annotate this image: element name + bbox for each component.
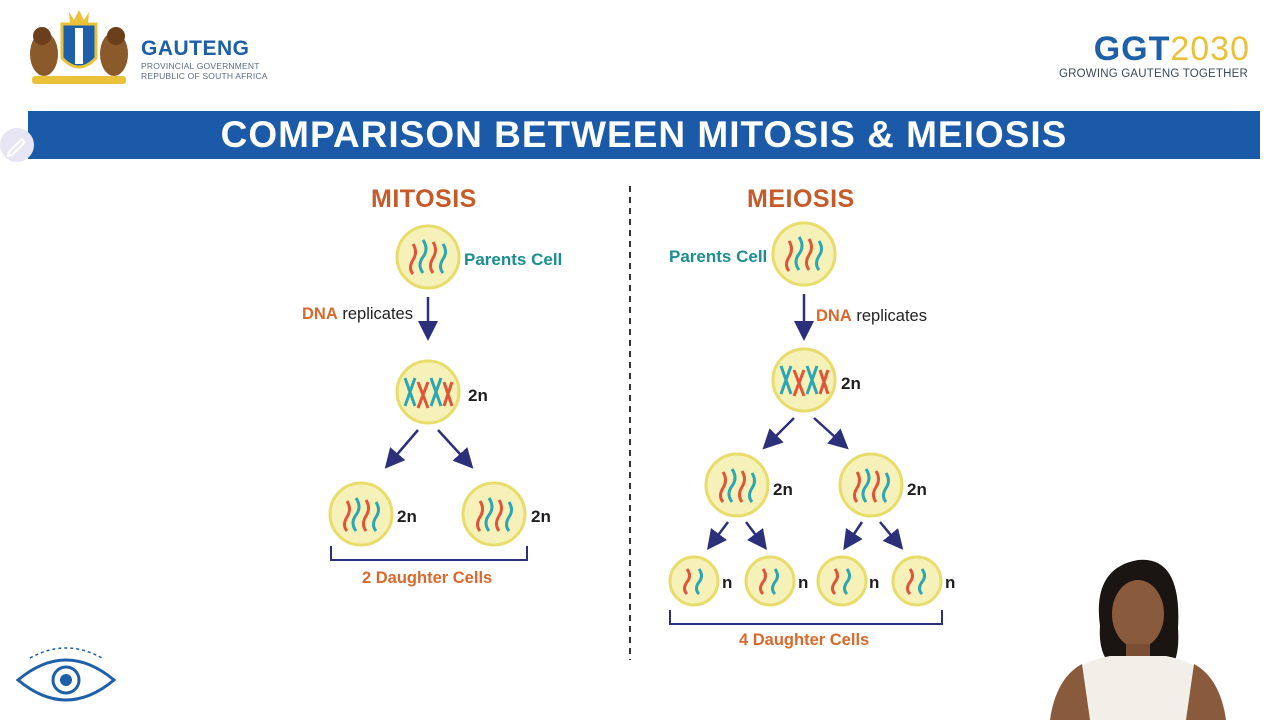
- mitosis-heading: MITOSIS: [371, 185, 477, 213]
- ggt-prefix: GGT: [1093, 30, 1171, 68]
- meiosis-replicated-cell: [771, 347, 837, 413]
- meiosis-dna-word: DNA: [816, 307, 852, 325]
- meiosis-arrow-left: [762, 417, 795, 450]
- meiosis-intermediate-ploidy-1: 2n: [773, 480, 793, 499]
- meiosis-arrow-right: [813, 417, 849, 450]
- mitosis-daughter-cell-2: [461, 481, 527, 547]
- mitosis-daughter-ploidy-2: 2n: [531, 507, 551, 526]
- pencil-icon[interactable]: [0, 128, 34, 162]
- meiosis-parent-label: Parents Cell: [669, 247, 768, 266]
- mitosis-arrow-left: [384, 429, 419, 469]
- title-banner: COMPARISON BETWEEN MITOSIS & MEIOSIS: [28, 111, 1260, 159]
- meiosis-bracket: [669, 610, 943, 625]
- meiosis-final-cell-1: [668, 555, 720, 607]
- mitosis-dna-label: DNA replicates: [302, 305, 413, 324]
- coat-of-arms-icon: [30, 10, 128, 84]
- presenter-video: [1050, 559, 1226, 720]
- mitosis-daughter-label: 2 Daughter Cells: [362, 569, 493, 587]
- meiosis-intermediate-cell-1: [704, 452, 770, 518]
- meiosis-heading: MEIOSIS: [747, 185, 855, 213]
- gauteng-subtitle-1: PROVINCIAL GOVERNMENT: [141, 61, 260, 71]
- meiosis-intermediate-cell-2: [838, 452, 904, 518]
- meiosis-arrow-2: [745, 521, 767, 550]
- mitosis-replicated-cell: [395, 359, 461, 425]
- mitosis-dna-word: DNA: [302, 305, 338, 323]
- meiosis-parent-cell: [771, 221, 837, 287]
- meiosis-final-cell-4: [891, 555, 943, 607]
- mitosis-parent-cell: [395, 224, 461, 290]
- mitosis-daughter-ploidy-1: 2n: [397, 507, 417, 526]
- meiosis-arrow-1: [707, 521, 729, 550]
- page-title: COMPARISON BETWEEN MITOSIS & MEIOSIS: [220, 114, 1068, 155]
- meiosis-final-ploidy-4: n: [945, 573, 956, 592]
- meiosis-final-ploidy-1: n: [722, 573, 733, 592]
- meiosis-final-cell-3: [816, 555, 868, 607]
- mitosis-replicates-word: replicates: [342, 305, 413, 323]
- mitosis-replicated-ploidy: 2n: [468, 386, 488, 405]
- meiosis-arrow-3: [843, 521, 864, 551]
- ggt-year: 2030: [1170, 30, 1250, 68]
- meiosis-final-ploidy-2: n: [798, 573, 809, 592]
- meiosis-replicates-word: replicates: [856, 307, 927, 325]
- meiosis-arrow-4: [879, 521, 904, 550]
- meiosis-dna-label: DNA replicates: [816, 307, 927, 326]
- meiosis-replicated-ploidy: 2n: [841, 374, 861, 393]
- gauteng-title: GAUTENG: [141, 37, 250, 60]
- gauteng-subtitle-2: REPUBLIC OF SOUTH AFRICA: [141, 71, 268, 81]
- ggt2030-logo: GGT2030: [1094, 30, 1250, 69]
- meiosis-daughter-label: 4 Daughter Cells: [739, 631, 870, 649]
- meiosis-final-ploidy-3: n: [869, 573, 880, 592]
- meiosis-final-cell-2: [744, 555, 796, 607]
- mitosis-parent-label: Parents Cell: [464, 250, 563, 269]
- mitosis-arrow-right: [437, 429, 474, 469]
- meiosis-intermediate-ploidy-2: 2n: [907, 480, 927, 499]
- sci-bono-eye-icon: [15, 647, 117, 702]
- mitosis-bracket: [330, 546, 528, 561]
- mitosis-daughter-cell-1: [328, 481, 394, 547]
- ggt-tagline: GROWING GAUTENG TOGETHER: [1058, 68, 1248, 80]
